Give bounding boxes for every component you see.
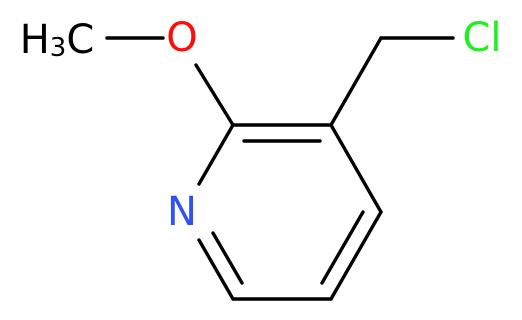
atom-labels: H3C O N Cl [20,15,502,235]
oxygen-label: O [166,15,197,61]
bond-c6-nitrogen-inner [211,231,244,285]
bond-c3-ch2 [329,36,383,127]
bond-c4-c5-inner [320,210,365,285]
bond-oxygen-c2 [194,63,235,127]
bond-c6-nitrogen [197,238,235,301]
chlorine-label: Cl [462,15,501,61]
bond-c4-c5 [329,210,383,301]
bond-c3-c4 [329,123,383,214]
bonds [105,36,455,301]
methyl-label: H3C [20,17,95,63]
nitrogen-label: N [167,189,197,235]
bond-nitrogen-c2 [197,123,235,186]
